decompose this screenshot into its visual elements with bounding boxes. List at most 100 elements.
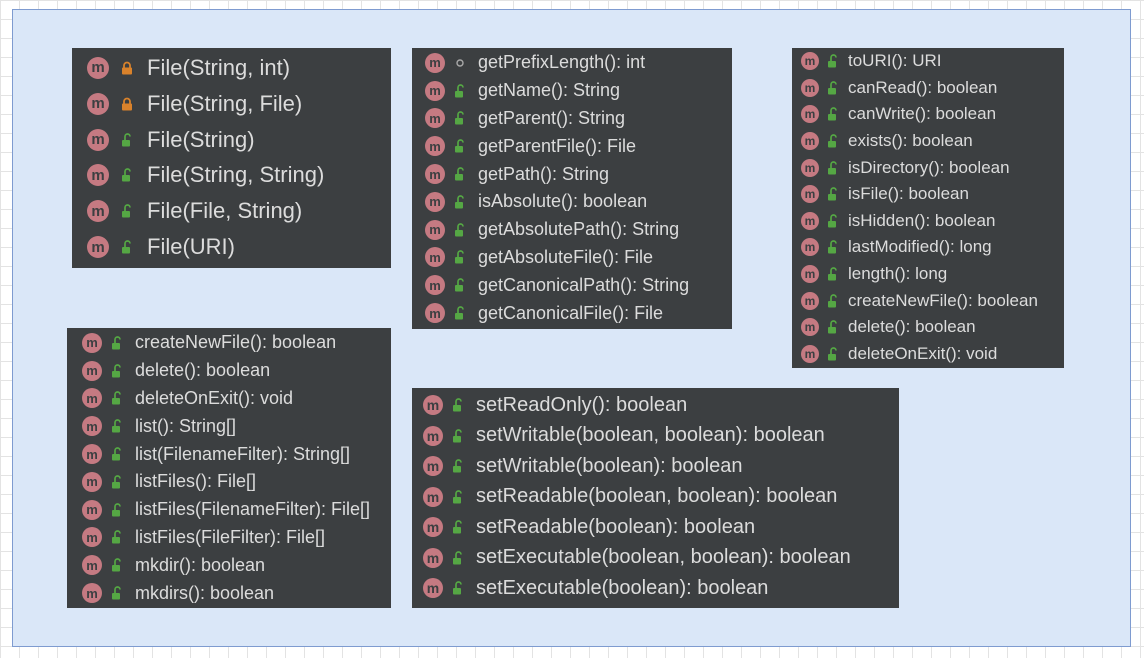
member-row: m setWritable(boolean): boolean	[423, 451, 899, 481]
member-row: m File(String, File)	[87, 86, 391, 122]
public-unlock-icon	[827, 347, 837, 361]
member-signature: File(URI)	[147, 234, 235, 260]
public-unlock-icon	[827, 107, 837, 121]
public-unlock-icon	[453, 489, 462, 503]
member-signature: delete(): boolean	[848, 317, 976, 337]
access-modifier-icon	[119, 204, 135, 218]
method-icon: m	[801, 318, 819, 337]
public-unlock-icon	[455, 250, 464, 264]
method-icon: m	[423, 456, 443, 476]
member-signature: setReadable(boolean, boolean): boolean	[476, 485, 838, 507]
public-unlock-icon	[122, 168, 131, 182]
member-signature: length(): long	[848, 264, 948, 283]
member-signature: getCanonicalFile(): File	[478, 302, 664, 323]
access-modifier-icon	[110, 475, 124, 489]
access-modifier-icon	[453, 167, 467, 181]
access-modifier-icon	[110, 363, 124, 378]
public-unlock-icon	[455, 111, 464, 125]
method-icon: m	[87, 92, 109, 115]
member-signature: File(String, File)	[147, 90, 303, 116]
method-icon: m	[82, 471, 102, 492]
member-signature: setExecutable(boolean): boolean	[476, 576, 769, 599]
member-row: m getCanonicalFile(): File	[425, 299, 732, 327]
member-signature: delete(): boolean	[135, 360, 271, 381]
method-icon: m	[423, 395, 443, 415]
member-signature: listFiles(FilenameFilter): File[]	[135, 499, 371, 520]
method-icon: m	[423, 517, 443, 537]
public-unlock-icon	[455, 222, 464, 237]
member-signature: setExecutable(boolean, boolean): boolean	[476, 546, 851, 568]
access-modifier-icon	[453, 306, 467, 320]
method-icon: m	[425, 191, 445, 212]
access-modifier-icon	[110, 530, 124, 544]
public-unlock-icon	[827, 240, 837, 254]
method-icon: m	[87, 56, 109, 79]
access-modifier-icon	[119, 61, 135, 75]
member-signature: File(File, String)	[147, 198, 303, 224]
method-icon: m	[82, 499, 102, 520]
member-signature: getAbsoluteFile(): File	[478, 246, 654, 267]
method-icon: m	[801, 158, 819, 177]
method-icon: m	[87, 200, 109, 223]
public-unlock-icon	[827, 134, 837, 148]
method-icon: m	[801, 52, 819, 70]
access-modifier-icon	[119, 240, 135, 254]
access-modifier-icon	[826, 240, 839, 254]
member-row: m listFiles(FilenameFilter): File[]	[82, 496, 391, 524]
member-signature: getPath(): String	[478, 163, 610, 184]
member-signature: lastModified(): long	[848, 237, 992, 257]
access-modifier-icon	[451, 520, 465, 534]
access-modifier-icon	[453, 250, 467, 264]
public-unlock-icon	[453, 459, 462, 473]
access-modifier-icon	[453, 111, 467, 125]
access-modifier-icon	[826, 134, 839, 148]
public-unlock-icon	[112, 447, 121, 461]
public-unlock-icon	[122, 240, 131, 254]
member-row: m File(String, int)	[87, 50, 391, 86]
access-modifier-icon	[826, 160, 839, 175]
private-lock-icon	[122, 61, 132, 75]
access-modifier-icon	[451, 459, 465, 473]
method-icon: m	[801, 238, 819, 257]
member-signature: File(String)	[147, 126, 255, 152]
public-unlock-icon	[455, 278, 464, 292]
public-unlock-icon	[453, 520, 462, 534]
package-access-icon	[456, 59, 464, 67]
member-signature: File(String, String)	[147, 162, 325, 188]
method-icon: m	[801, 185, 819, 204]
member-signature: canWrite(): boolean	[848, 104, 997, 124]
access-modifier-icon	[453, 278, 467, 292]
member-signature: mkdirs(): boolean	[135, 582, 275, 603]
member-signature: File(String, int)	[147, 54, 291, 80]
member-signature: getParent(): String	[478, 107, 626, 128]
access-modifier-icon	[119, 132, 135, 147]
method-icon: m	[425, 303, 445, 324]
method-icon: m	[87, 236, 109, 259]
method-icon: m	[425, 219, 445, 240]
member-signature: isFile(): boolean	[848, 184, 969, 204]
member-signature: isDirectory(): boolean	[848, 157, 1010, 177]
public-unlock-icon	[112, 391, 121, 405]
access-modifier-icon	[826, 347, 839, 361]
member-row: m lastModified(): long	[801, 234, 1064, 260]
access-modifier-icon	[826, 267, 839, 281]
access-modifier-icon	[826, 213, 839, 228]
access-modifier-icon	[453, 83, 467, 98]
member-signature: listFiles(): File[]	[135, 471, 256, 492]
public-unlock-icon	[455, 306, 464, 320]
member-signature: setWritable(boolean): boolean	[476, 454, 743, 477]
method-icon: m	[82, 555, 102, 576]
member-signature: list(): String[]	[135, 415, 237, 436]
access-modifier-icon	[453, 139, 467, 153]
